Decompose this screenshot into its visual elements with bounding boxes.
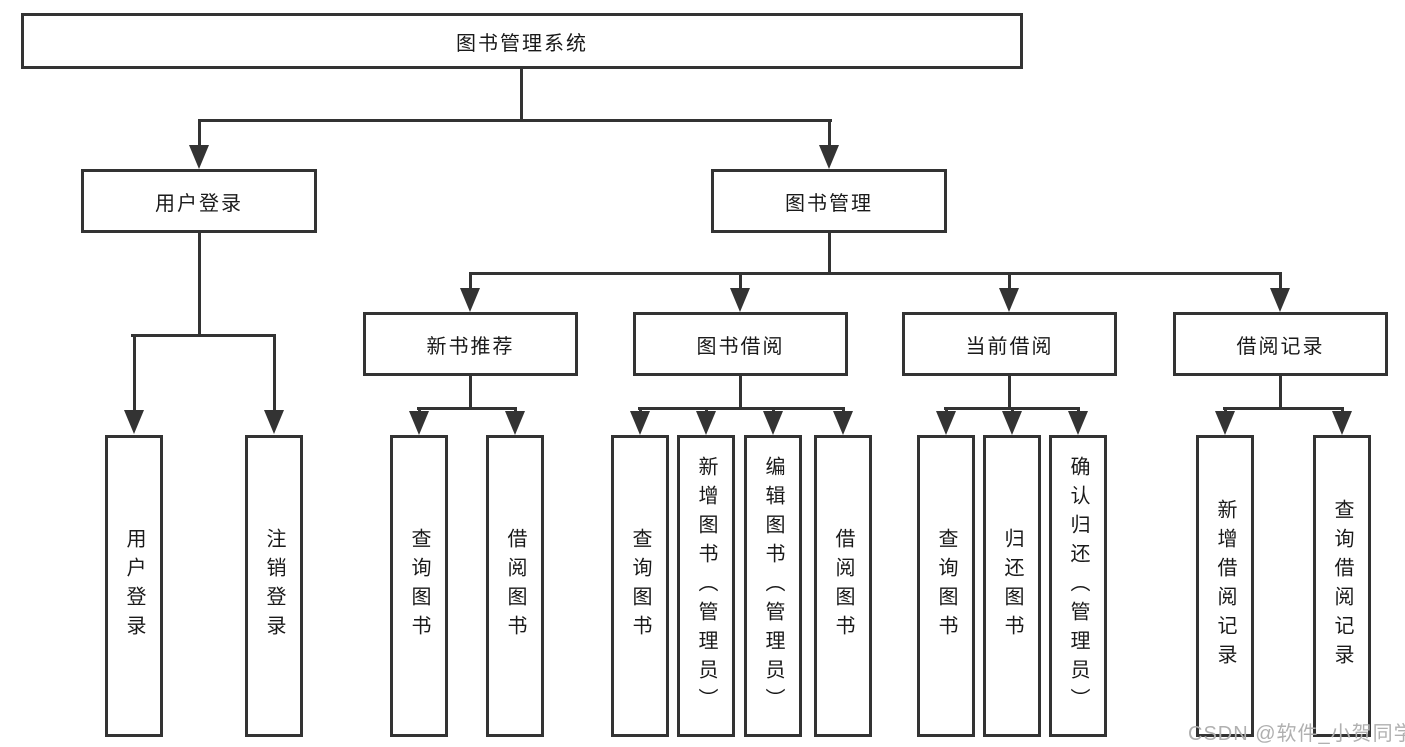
connector-level3-hline: [469, 272, 1282, 275]
connector-leaf-stem: [273, 334, 276, 410]
arrow-down-icon: [936, 411, 956, 435]
connector-root-stem: [520, 69, 523, 119]
connector-leaf-stem: [705, 407, 708, 413]
leaf-label: 借阅图书: [504, 528, 526, 644]
connector-group-stem: [1008, 376, 1011, 407]
connector-section-stem: [1279, 272, 1282, 288]
node-borrow-records: 借阅记录: [1173, 312, 1388, 376]
leaf-query-books: 查询图书: [917, 435, 975, 737]
leaf-confirm-return-admin: 确认归还（管理员）: [1049, 435, 1107, 737]
connector-book-mgmt-stem: [828, 119, 831, 147]
connector-level2-hline: [198, 119, 832, 122]
connector-group-hline: [1223, 407, 1344, 410]
connector-section-stem: [469, 272, 472, 288]
connector-leaf-stem: [418, 407, 421, 413]
leaf-label: 用户登录: [123, 528, 145, 644]
leaf-label: 确认归还（管理员）: [1067, 455, 1089, 717]
leaf-label: 借阅图书: [832, 528, 854, 644]
arrow-down-icon: [730, 288, 750, 312]
node-current-borrow: 当前借阅: [902, 312, 1117, 376]
connector-leaf-stem: [945, 407, 948, 413]
connector-group-stem: [739, 376, 742, 407]
node-book-borrow: 图书借阅: [633, 312, 848, 376]
node-user-login: 用户登录: [81, 169, 317, 233]
connector-group-hline: [638, 407, 845, 410]
arrow-down-icon: [264, 410, 284, 434]
leaf-borrow-books: 借阅图书: [814, 435, 872, 737]
leaf-label: 新增借阅记录: [1214, 499, 1236, 673]
connector-group-stem: [1279, 376, 1282, 407]
leaf-borrow-books: 借阅图书: [486, 435, 544, 737]
arrow-down-icon: [999, 288, 1019, 312]
connector-leaf-stem: [1224, 407, 1227, 413]
connector-mgmt-group-stem: [828, 233, 831, 272]
connector-login-group-stem: [198, 233, 201, 334]
leaf-label: 查询图书: [629, 528, 651, 644]
connector-section-stem: [739, 272, 742, 288]
leaf-query-borrow-record: 查询借阅记录: [1313, 435, 1371, 737]
arrow-down-icon: [460, 288, 480, 312]
connector-section-stem: [1008, 272, 1011, 288]
arrow-down-icon: [763, 411, 783, 435]
arrow-down-icon: [1002, 411, 1022, 435]
node-root: 图书管理系统: [21, 13, 1023, 69]
connector-leaf-stem: [639, 407, 642, 413]
connector-leaf-stem: [1011, 407, 1014, 413]
leaf-query-books: 查询图书: [390, 435, 448, 737]
leaf-user-login: 用户登录: [105, 435, 163, 737]
connector-group-stem: [469, 376, 472, 407]
arrow-down-icon: [819, 145, 839, 169]
csdn-watermark: CSDN @软件_小贺同学: [1188, 723, 1405, 745]
leaf-label: 查询图书: [935, 528, 957, 644]
leaf-edit-book-admin: 编辑图书（管理员）: [744, 435, 802, 737]
node-new-book-recommend: 新书推荐: [363, 312, 578, 376]
leaf-add-borrow-record: 新增借阅记录: [1196, 435, 1254, 737]
connector-user-login-stem: [198, 119, 201, 147]
leaf-logout: 注销登录: [245, 435, 303, 737]
leaf-label: 查询图书: [408, 528, 430, 644]
connector-leaf-stem: [1341, 407, 1344, 413]
arrow-down-icon: [1270, 288, 1290, 312]
leaf-label: 查询借阅记录: [1331, 499, 1353, 673]
connector-leaf-stem: [133, 334, 136, 410]
leaf-label: 新增图书（管理员）: [695, 455, 717, 717]
connector-login-group-hline: [131, 334, 276, 337]
connector-leaf-stem: [1077, 407, 1080, 413]
connector-group-hline: [417, 407, 516, 410]
arrow-down-icon: [189, 145, 209, 169]
arrow-down-icon: [1215, 411, 1235, 435]
leaf-label: 归还图书: [1001, 528, 1023, 644]
connector-leaf-stem: [514, 407, 517, 413]
connector-leaf-stem: [772, 407, 775, 413]
leaf-query-books: 查询图书: [611, 435, 669, 737]
leaf-label: 编辑图书（管理员）: [762, 455, 784, 717]
connector-leaf-stem: [842, 407, 845, 413]
arrow-down-icon: [505, 411, 525, 435]
leaf-add-book-admin: 新增图书（管理员）: [677, 435, 735, 737]
arrow-down-icon: [1068, 411, 1088, 435]
leaf-return-book: 归还图书: [983, 435, 1041, 737]
arrow-down-icon: [696, 411, 716, 435]
arrow-down-icon: [630, 411, 650, 435]
arrow-down-icon: [409, 411, 429, 435]
arrow-down-icon: [124, 410, 144, 434]
leaf-label: 注销登录: [263, 528, 285, 644]
arrow-down-icon: [1332, 411, 1352, 435]
arrow-down-icon: [833, 411, 853, 435]
node-book-management: 图书管理: [711, 169, 947, 233]
